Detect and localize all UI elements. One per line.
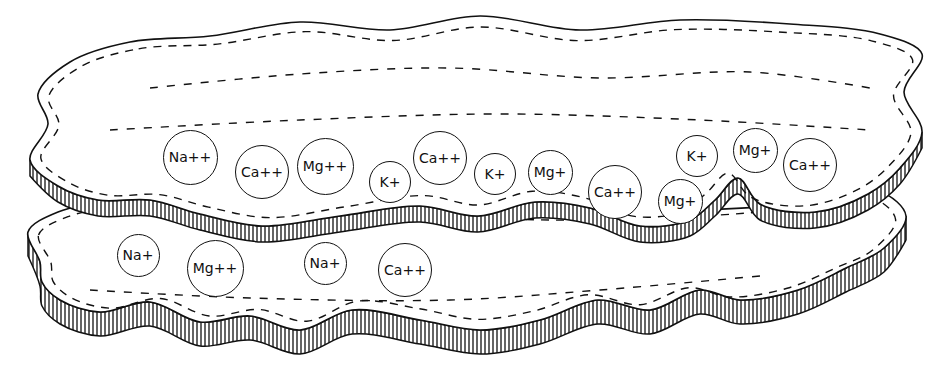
cation-circle: Mg++ xyxy=(297,138,354,195)
cation-circle: Mg+ xyxy=(658,179,703,224)
cation-circle: Ca++ xyxy=(413,131,467,185)
ion-label: Mg+ xyxy=(664,194,697,208)
ion-label: Ca++ xyxy=(241,165,283,179)
cation-circle: K+ xyxy=(676,135,718,177)
ion-label: Mg+ xyxy=(739,143,772,157)
ion-label: K+ xyxy=(485,167,506,181)
cation-circle: Ca++ xyxy=(783,138,837,192)
ion-label: Ca++ xyxy=(789,158,831,172)
cation-circle: Na+ xyxy=(304,242,347,285)
ion-label: Mg++ xyxy=(303,159,347,173)
cation-circle: Ca++ xyxy=(378,243,432,297)
platelet-face xyxy=(30,16,923,227)
ion-label: Na+ xyxy=(310,256,341,270)
ion-label: K+ xyxy=(687,149,708,163)
ion-label: Mg+ xyxy=(534,165,567,179)
cation-circle: Na++ xyxy=(163,130,218,185)
negative-charges xyxy=(150,68,870,88)
ion-label: K+ xyxy=(380,175,401,189)
negative-charges xyxy=(41,27,913,218)
upper-platelet xyxy=(30,16,923,243)
ion-label: Na+ xyxy=(123,248,154,262)
cation-circle: Mg+ xyxy=(733,128,778,173)
cation-circle: Ca++ xyxy=(235,145,289,199)
ion-label: Na++ xyxy=(169,150,212,164)
ion-label: Ca++ xyxy=(419,151,461,165)
cation-circle: Mg++ xyxy=(187,240,244,297)
ion-label: Ca++ xyxy=(384,263,426,277)
cation-circle: Mg+ xyxy=(528,150,573,195)
cation-circle: Ca++ xyxy=(588,165,642,219)
ion-label: Mg++ xyxy=(193,261,237,275)
cation-circle: K+ xyxy=(474,153,516,195)
cation-circle: Na+ xyxy=(117,234,160,277)
ion-label: Ca++ xyxy=(594,185,636,199)
cation-circle: K+ xyxy=(369,161,411,203)
